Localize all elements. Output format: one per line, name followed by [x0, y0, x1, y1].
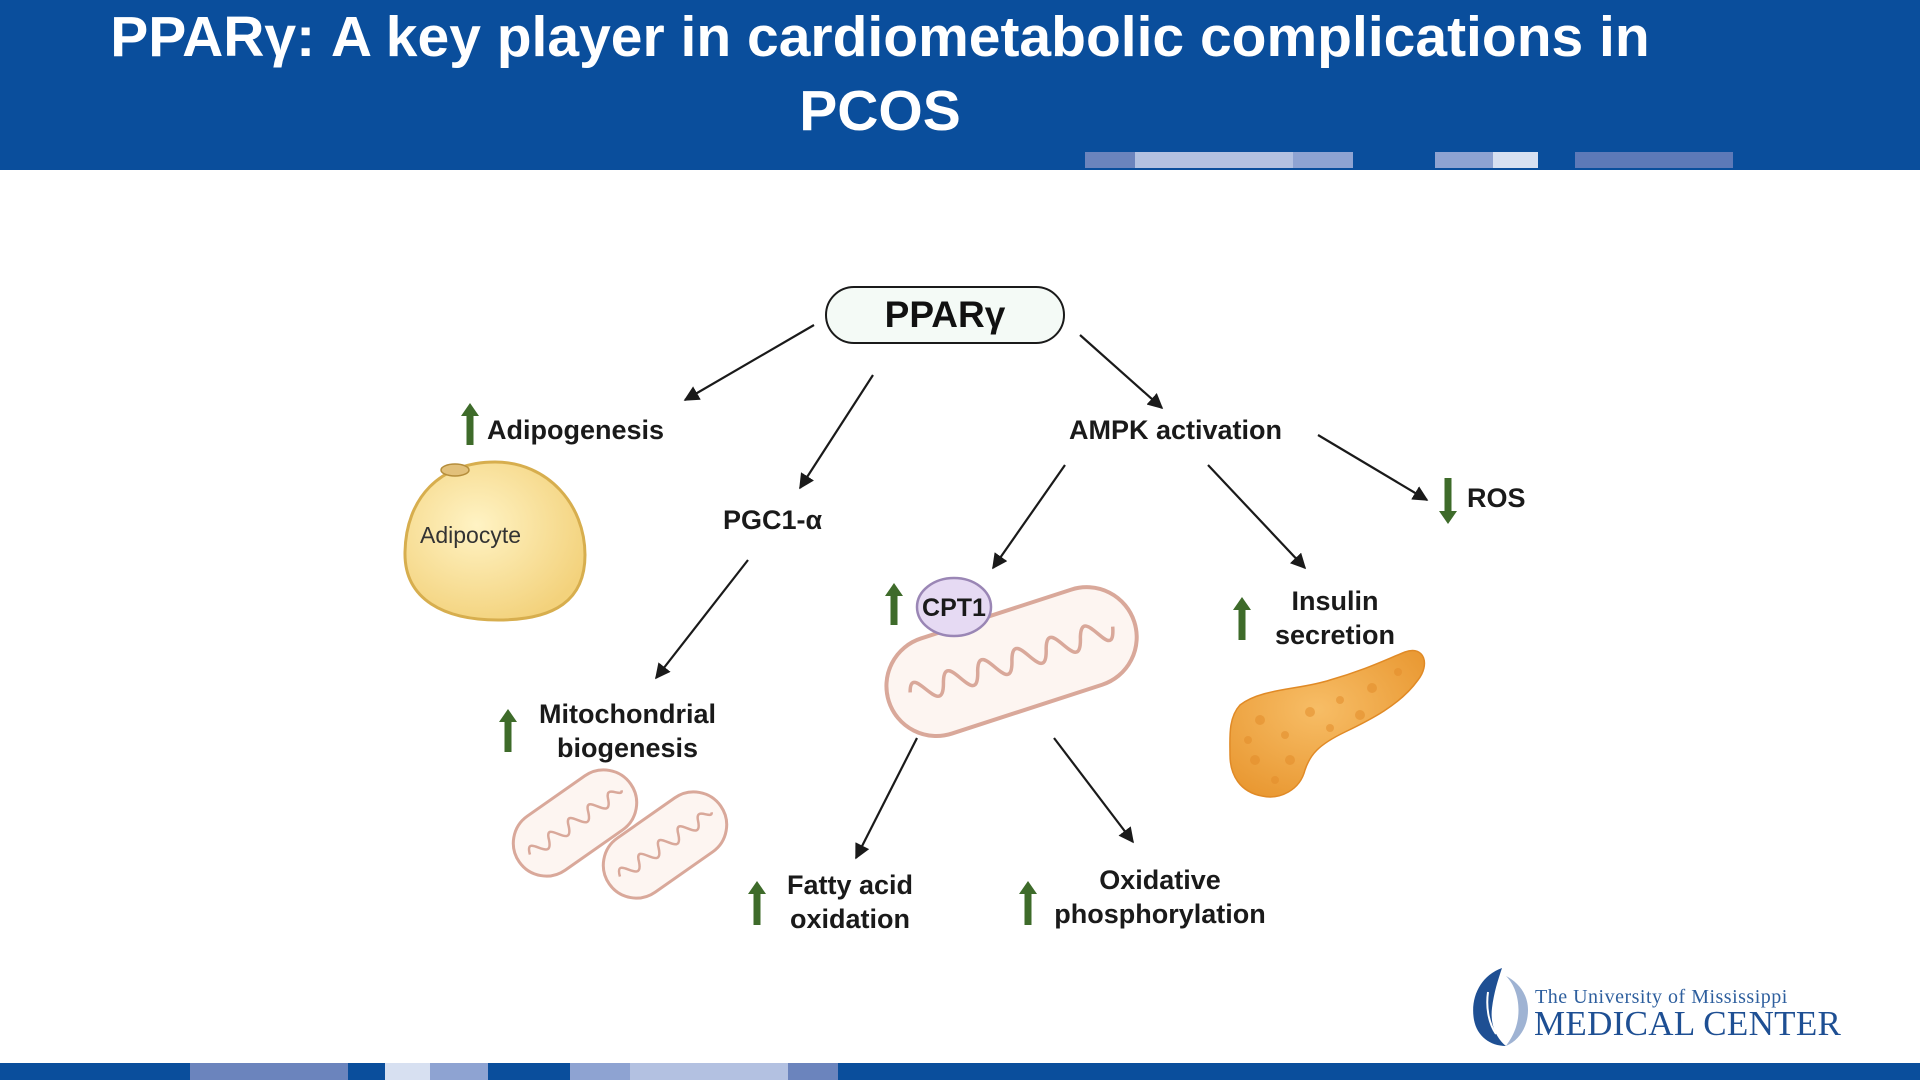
label-pgc1a: PGC1-α: [723, 505, 823, 535]
mitochondria-pair-icon: [511, 768, 729, 900]
pancreas-icon: [1229, 649, 1426, 798]
up-arrow-icon: [1019, 881, 1037, 925]
slide-footer-bar: [0, 1063, 1920, 1080]
footer-accent-block: [630, 1063, 788, 1080]
arrow-ppar-to-adipogenesis: [683, 324, 815, 401]
slide-title: PPARγ: A key player in cardiometabolic c…: [110, 5, 1650, 143]
arrow-ppar-to-ampk: [1079, 334, 1164, 410]
arrow-ampk-to-cpt1: [992, 464, 1066, 570]
up-arrow-icon: [499, 709, 517, 752]
label-ampk-activation: AMPK activation: [1069, 415, 1283, 445]
label-oxidative-phosphorylation: Oxidative phosphorylation: [1054, 865, 1266, 929]
regulation-arrows: [461, 403, 1457, 925]
arrow-ampk-to-ros: [1317, 434, 1429, 501]
down-arrow-icon: [1439, 478, 1457, 524]
arrow-pgc1a-to-mito-biogenesis: [655, 559, 749, 680]
footer-accent-block: [788, 1063, 838, 1080]
header-accent-block: [1493, 152, 1538, 168]
up-arrow-icon: [461, 403, 479, 445]
logo-medical-center-text: MEDICAL CENTER: [1534, 1004, 1842, 1043]
footer-accent-block: [385, 1063, 430, 1080]
up-arrow-icon: [1233, 597, 1251, 640]
header-accent-block: [1135, 152, 1293, 168]
footer-accent-block: [430, 1063, 488, 1080]
label-insulin-secretion: Insulin secretion: [1274, 586, 1396, 650]
flow-arrows: [655, 324, 1429, 860]
label-adipocyte: Adipocyte: [420, 522, 522, 548]
arrow-mito-to-oxphos: [1053, 737, 1134, 844]
ppar-gamma-node: PPARγ: [825, 286, 1065, 344]
label-cpt1: CPT1: [922, 594, 986, 622]
header-accent-block: [1293, 152, 1353, 168]
arrow-ppar-to-pgc1a: [799, 374, 874, 490]
label-ros: ROS: [1467, 483, 1526, 513]
ppar-gamma-label: PPARγ: [884, 294, 1006, 335]
university-logo-icon: [1473, 968, 1528, 1046]
arrow-mito-to-fao: [855, 737, 918, 860]
header-accent-block: [1085, 152, 1135, 168]
adipocyte-cell-icon: [403, 460, 587, 622]
arrow-ampk-to-insulin: [1207, 464, 1307, 570]
slide-header: PPARγ: A key player in cardiometabolic c…: [0, 0, 1920, 170]
up-arrow-icon: [748, 881, 766, 925]
label-mitochondrial-biogenesis: Mitochondrial biogenesis: [539, 699, 716, 763]
logo-university-text: The University of Mississippi: [1535, 986, 1788, 1008]
label-adipogenesis: Adipogenesis: [487, 415, 665, 445]
label-fatty-acid-oxidation: Fatty acid oxidation: [786, 870, 914, 934]
footer-accent-block: [190, 1063, 348, 1080]
cpt1-protein-icon: [915, 576, 993, 638]
header-accent-block: [1575, 152, 1733, 168]
up-arrow-icon: [885, 583, 903, 625]
header-accent-block: [1435, 152, 1493, 168]
footer-accent-block: [570, 1063, 630, 1080]
mitochondrion-icon: [884, 585, 1139, 739]
